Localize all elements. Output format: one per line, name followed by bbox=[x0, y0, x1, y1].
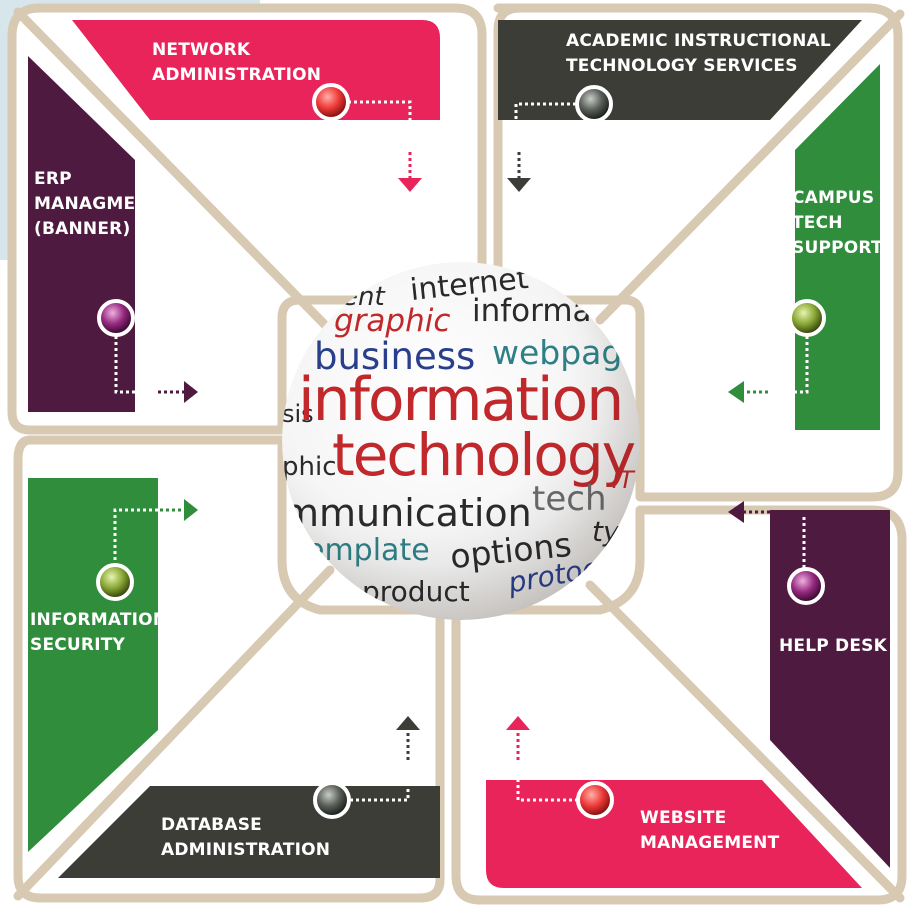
sphere-background bbox=[282, 262, 640, 620]
sphere-word: informatio bbox=[472, 296, 631, 327]
label-network-administration: NETWORK ADMINISTRATION bbox=[152, 40, 322, 85]
divider-top-left bbox=[13, 7, 335, 335]
node-helpdesk bbox=[787, 567, 825, 605]
sphere-word: ent bbox=[342, 284, 385, 310]
sphere-word: technology bbox=[332, 426, 636, 484]
connector-erp bbox=[114, 336, 135, 394]
node-security bbox=[96, 563, 134, 601]
connector-academic bbox=[514, 102, 576, 122]
arrow-down-icon bbox=[507, 178, 531, 192]
diagonal-dividers bbox=[13, 7, 905, 903]
arrow-up-icon bbox=[506, 716, 530, 730]
banner-campus bbox=[795, 64, 880, 430]
connector-network bbox=[348, 100, 412, 122]
divider-top-right bbox=[595, 9, 905, 325]
label-website-management: WEBSITE MANAGEMENT bbox=[640, 808, 780, 853]
sphere-word: IT bbox=[612, 468, 634, 492]
node-campus bbox=[788, 299, 826, 337]
label-erp-management: ERP MANAGME (BANNER) bbox=[34, 169, 134, 239]
label-campus-tech-support: CAMPUS TECH SUPPORT bbox=[792, 188, 883, 258]
sphere-word: product bbox=[362, 578, 470, 606]
arrow-right-icon bbox=[184, 499, 198, 521]
sphere-word: business bbox=[314, 338, 475, 375]
node-website bbox=[576, 781, 614, 819]
label-help-desk: HELP DESK bbox=[779, 636, 887, 656]
sphere-word: mmunication bbox=[282, 494, 532, 532]
sphere-word: webpage bbox=[492, 336, 640, 369]
arrow-left-icon bbox=[728, 381, 744, 403]
label-academic-instructional: ACADEMIC INSTRUCTIONAL TECHNOLOGY SERVIC… bbox=[566, 31, 831, 76]
node-academic bbox=[575, 85, 613, 123]
sphere-word: emplate bbox=[306, 536, 430, 566]
sphere-word: phic bbox=[282, 454, 337, 480]
arrow-up-icon bbox=[396, 716, 420, 730]
connector-campus bbox=[795, 336, 809, 394]
arrow-left-icon bbox=[728, 501, 744, 523]
divider-bottom-left bbox=[13, 565, 335, 901]
sphere-word: typ bbox=[592, 518, 637, 546]
banners bbox=[28, 20, 890, 888]
divider-bottom-right bbox=[585, 580, 905, 903]
sphere-shading bbox=[282, 262, 640, 620]
arrow-down-icon bbox=[398, 178, 422, 192]
node-erp bbox=[97, 299, 135, 337]
label-information-security: INFORMATION SECURITY bbox=[30, 610, 168, 655]
node-database bbox=[313, 781, 351, 819]
arrow-right-icon bbox=[184, 381, 198, 403]
sphere-word: information bbox=[298, 370, 624, 430]
node-network bbox=[312, 83, 350, 121]
sphere-word: tech bbox=[532, 482, 607, 516]
sphere-word: graphic bbox=[334, 306, 450, 337]
connector-database bbox=[350, 786, 410, 802]
sphere-word: sis bbox=[282, 402, 314, 426]
label-database-administration: DATABASE ADMINISTRATION bbox=[161, 815, 331, 860]
connector-website bbox=[516, 780, 578, 802]
connector-security bbox=[113, 508, 158, 566]
word-sphere: internet ent graphic informatio business… bbox=[282, 262, 640, 620]
